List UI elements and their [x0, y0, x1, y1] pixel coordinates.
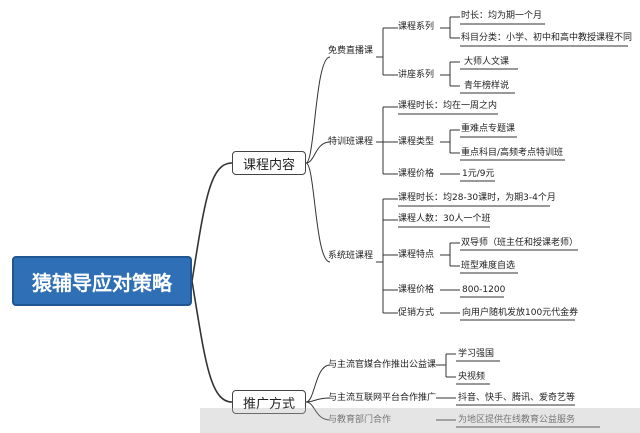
free-live-course[interactable]: 免费直播课	[328, 46, 374, 56]
promo-internet-value: 抖音、快手、腾讯、爱奇艺等	[458, 393, 576, 403]
system-promo: 向用户随机发放100元代金券	[462, 308, 579, 318]
branch-course-content[interactable]: 课程内容	[232, 151, 306, 175]
series-subjects: 科目分类：小学、初中和高中教授课程不同	[461, 33, 633, 43]
promo-other[interactable]: 与教育部门合作	[328, 415, 392, 425]
lecture-item: 大师人文课	[464, 57, 510, 67]
branch-promotion[interactable]: 推广方式	[232, 390, 306, 414]
lecture-series[interactable]: 讲座系列	[398, 70, 435, 80]
system-price: 800-1200	[462, 285, 506, 295]
promo-other-value: 为地区提供在线教育公益服务	[458, 415, 576, 425]
training-type-item: 重难点专题课	[461, 124, 516, 134]
watermark-overlay	[200, 408, 640, 433]
system-duration: 课程时长：均28-30课时，为期3-4个月	[398, 193, 556, 203]
lecture-item: 青年榜样说	[464, 81, 510, 91]
system-price-label[interactable]: 课程价格	[398, 285, 435, 295]
course-series[interactable]: 课程系列	[398, 22, 435, 32]
promo-media-item: 央视频	[458, 372, 486, 382]
training-duration: 课程时长：均在一周之内	[398, 101, 498, 111]
system-promo-label[interactable]: 促销方式	[398, 308, 435, 318]
promo-media-item: 学习强国	[458, 349, 495, 359]
training-course[interactable]: 特训班课程	[328, 137, 374, 147]
system-feature[interactable]: 课程特点	[398, 250, 435, 260]
root-topic[interactable]: 猿辅导应对策略	[12, 256, 192, 306]
system-course[interactable]: 系统班课程	[328, 251, 374, 261]
training-type[interactable]: 课程类型	[398, 137, 435, 147]
series-duration: 时长：均为期一个月	[461, 11, 543, 21]
training-type-item: 重点科目/高频考点特训班	[461, 148, 564, 158]
system-size: 课程人数：30人一个班	[398, 214, 491, 224]
promo-internet[interactable]: 与主流互联网平台合作推广	[328, 393, 437, 403]
system-feature-item: 班型难度自选	[461, 261, 516, 271]
training-price: 1元/9元	[462, 169, 495, 179]
system-feature-item: 双导师（班主任和授课老师）	[461, 238, 579, 248]
promo-media[interactable]: 与主流官媒合作推出公益课	[328, 360, 437, 370]
training-price-label[interactable]: 课程价格	[398, 169, 435, 179]
